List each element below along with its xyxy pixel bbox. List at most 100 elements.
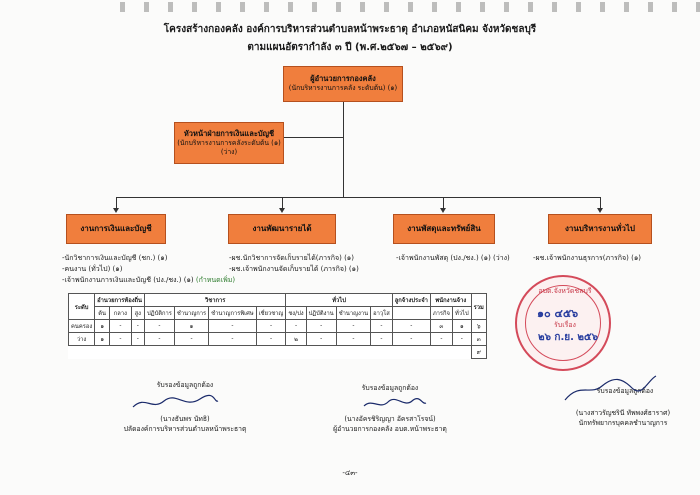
finance-note: (กำหนดเพิ่ม) xyxy=(195,276,236,284)
general-positions: -ผช.เจ้าพนักงานธุรการ(ภารกิจ) (๑) xyxy=(533,253,641,264)
table-cell: - xyxy=(130,332,146,346)
table-cell: - xyxy=(335,319,372,333)
sub-header: อาวุโส xyxy=(370,306,393,320)
arrow-icon xyxy=(440,208,446,213)
table-cell: ๑ xyxy=(94,319,111,333)
table-cell: - xyxy=(370,332,393,346)
sub-header: ภารกิจ xyxy=(429,306,453,320)
col-header-employee: ลูกจ้างประจำ xyxy=(391,293,431,307)
unit-title: งานพัสดุและทรัพย์สิน xyxy=(407,223,481,233)
sub-header: ทั่วไป xyxy=(451,306,472,320)
table-cell: ๑ xyxy=(451,319,472,333)
table-cell: - xyxy=(305,319,337,333)
document-subtitle: ตามแผนอัตรากำลัง ๓ ปี (พ.ศ.๒๕๖๗ – ๒๕๖๙) xyxy=(247,42,453,53)
connector-line xyxy=(443,197,444,209)
signer-position: ปลัดองค์การบริหารส่วนตำบลหน้าพระธาตุ xyxy=(123,425,247,433)
head-title: หัวหน้าฝ่ายการเงินและบัญชี xyxy=(183,128,275,138)
certify-text: รับรองข้อมูลถูกต้อง xyxy=(596,387,654,395)
table-cell: ๓ xyxy=(429,319,453,333)
signature-right-block: (นางสาวรัญชรินี ทัพพงศ์ธาราศ) นักทรัพยาก… xyxy=(548,408,698,428)
director-box: ผู้อำนวยการกองคลัง (นักบริหารงานการคลัง … xyxy=(283,66,403,102)
sub-header: สูง xyxy=(130,306,146,320)
table-cell: ๑ xyxy=(94,332,111,346)
staffing-table: ระดับ อำนวยการท้องถิ่น วิชาการ ทั่วไป ลู… xyxy=(67,293,487,359)
table-cell: - xyxy=(173,332,210,346)
unit-title: งานการเงินและบัญชี xyxy=(80,223,152,233)
stamp-number: ๑๐ ๔๕๖ xyxy=(537,307,579,320)
table-cell: ๓ xyxy=(470,332,487,346)
table-cell: ๑ xyxy=(173,319,210,333)
table-cell: - xyxy=(370,319,393,333)
handwritten-signature-center xyxy=(363,398,427,407)
page-number: -๔๓- xyxy=(342,469,358,477)
connector-line xyxy=(600,197,601,209)
table-cell: - xyxy=(144,332,175,346)
connector-line xyxy=(343,102,344,138)
unit-title: งานพัฒนารายได้ xyxy=(252,223,312,233)
table-cell: - xyxy=(391,332,431,346)
col-header-academic: วิชาการ xyxy=(143,293,287,307)
arrow-icon xyxy=(113,208,119,213)
table-cell: - xyxy=(144,319,175,333)
col-header-total: รวม xyxy=(470,293,487,320)
certify-text: รับรองข้อมูลถูกต้อง xyxy=(156,381,214,389)
signature-center: รับรองข้อมูลถูกต้อง xyxy=(330,383,450,393)
arrow-icon xyxy=(279,208,285,213)
sub-header: ชำนาญการพิเศษ xyxy=(208,306,257,320)
connector-line xyxy=(282,197,283,209)
official-stamp-inner xyxy=(525,285,601,361)
unit-box-finance: งานการเงินและบัญชี xyxy=(66,214,166,244)
binding-holes xyxy=(120,2,700,12)
unit-box-supply: งานพัสดุและทรัพย์สิน xyxy=(393,214,495,244)
table-cell: ๖ xyxy=(470,319,487,333)
stamp-received: รับเรื่อง xyxy=(554,321,576,329)
signature-right: รับรองข้อมูลถูกต้อง xyxy=(575,386,675,396)
grand-total: ๙ xyxy=(470,345,487,359)
list-item: -นักวิชาการเงินและบัญชี (ชก.) (๑) xyxy=(62,254,168,262)
col-header-general: ทั่วไป xyxy=(285,293,393,307)
list-item: -เจ้าพนักงานการเงินและบัญชี (ปง./ชง.) (๑… xyxy=(62,276,194,284)
list-item: -ผช.เจ้าพนักงานธุรการ(ภารกิจ) (๑) xyxy=(533,254,641,262)
signer-name: (นางธันพร นัทธิ) xyxy=(160,415,210,423)
table-cell: - xyxy=(130,319,146,333)
sub-header xyxy=(391,306,431,320)
sub-header: ปฏิบัติงาน xyxy=(305,306,337,320)
table-cell: - xyxy=(255,332,287,346)
sub-header: ชง/ปง xyxy=(285,306,307,320)
table-cell: - xyxy=(109,319,132,333)
director-subtitle: (นักบริหารงานการคลัง ระดับต้น) (๑) xyxy=(288,84,398,93)
list-item: -คนงาน (ทั่วไป) (๑) xyxy=(62,265,123,273)
supply-positions: -เจ้าพนักงานพัสดุ (ปง./ชง.) (๑) (ว่าง) xyxy=(396,253,510,264)
signer-name: (นางสาวรัญชรินี ทัพพงศ์ธาราศ) xyxy=(575,409,671,417)
col-header-exec: อำนวยการท้องถิ่น xyxy=(94,293,145,307)
sub-header: ชำนาญการ xyxy=(173,306,210,320)
list-item: -ผช.เจ้าพนักงานจัดเก็บรายได้ (ภารกิจ) (๑… xyxy=(229,265,359,273)
handwritten-signature-left xyxy=(132,394,219,408)
table-cell: - xyxy=(285,319,307,333)
table-cell: - xyxy=(109,332,132,346)
table-cell: - xyxy=(208,332,257,346)
sub-header: ปฏิบัติการ xyxy=(144,306,175,320)
head-box: หัวหน้าฝ่ายการเงินและบัญชี (นักบริหารงาน… xyxy=(174,122,284,164)
col-header-level: ระดับ xyxy=(67,293,96,320)
signature-center-block: (นางอัครชิริญญา อัครสาโรจน์) ผู้อำนวยการ… xyxy=(305,414,475,434)
signer-position: นักทรัพยากรบุคคลชำนาญการ xyxy=(578,419,668,427)
head-subtitle: (นักบริหารงานการคลังระดับต้น (๑) xyxy=(177,138,281,147)
sub-header: ต้น xyxy=(94,306,111,320)
unit-title: งานบริหารงานทั่วไป xyxy=(564,223,636,233)
row-label: คนครอง xyxy=(67,319,96,333)
table-cell: - xyxy=(429,332,453,346)
table-cell: - xyxy=(391,319,431,333)
head-status: (ว่าง) xyxy=(220,148,238,157)
unit-box-revenue: งานพัฒนารายได้ xyxy=(228,214,336,244)
signature-left: รับรองข้อมูลถูกต้อง xyxy=(125,380,245,390)
certify-text: รับรองข้อมูลถูกต้อง xyxy=(361,384,419,392)
arrow-icon xyxy=(597,208,603,213)
col-header-staff: พนักงานจ้าง xyxy=(429,293,472,307)
sub-header: เชี่ยวชาญ xyxy=(255,306,287,320)
row-label: ว่าง xyxy=(67,332,96,346)
list-item: -เจ้าพนักงานพัสดุ (ปง./ชง.) (๑) (ว่าง) xyxy=(396,254,510,262)
table-cell: - xyxy=(208,319,257,333)
document-title: โครงสร้างกองคลัง องค์การบริหารส่วนตำบลหน… xyxy=(163,24,537,35)
